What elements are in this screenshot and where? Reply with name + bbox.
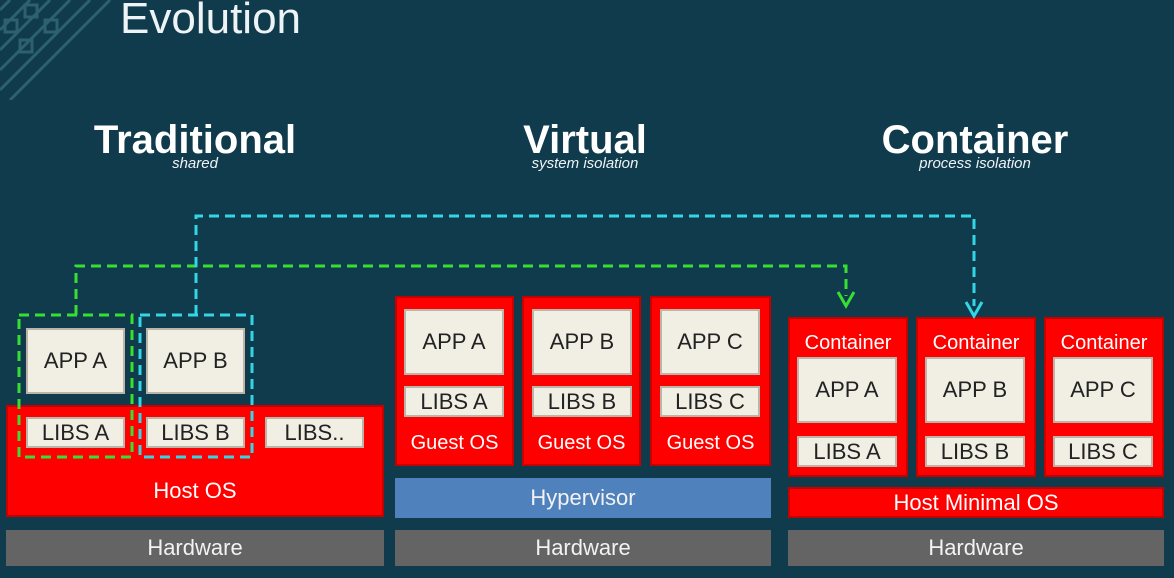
green-arrowhead-icon bbox=[836, 291, 856, 310]
container-c-label: Container bbox=[1060, 332, 1148, 354]
traditional-title: Traditional bbox=[93, 118, 297, 162]
host-minimal-os: Host Minimal OS bbox=[788, 487, 1164, 518]
container-a-libs: LIBS A bbox=[797, 436, 897, 467]
vm-c-libs: LIBS C bbox=[660, 386, 760, 417]
virtual-hardware: Hardware bbox=[395, 530, 771, 566]
container-c-app: APP C bbox=[1053, 357, 1153, 423]
container-b-app: APP B bbox=[925, 357, 1025, 423]
cyan-arrowhead-icon bbox=[964, 301, 984, 320]
container-title: Container bbox=[881, 118, 1069, 162]
traditional-libs-b: LIBS B bbox=[146, 417, 245, 448]
virtual-title: Virtual bbox=[523, 118, 647, 162]
slide-title: Evolution bbox=[120, 0, 302, 43]
cyan-group-outline bbox=[138, 313, 254, 459]
container-a-label: Container bbox=[804, 332, 892, 354]
traditional-host-os-label: Host OS bbox=[153, 478, 237, 503]
traditional-libs-more: LIBS.. bbox=[265, 417, 364, 448]
corner-pattern-icon bbox=[0, 0, 112, 100]
green-connector-line bbox=[74, 264, 848, 315]
traditional-app-a: APP A bbox=[26, 328, 125, 394]
vm-c-app: APP C bbox=[660, 309, 760, 375]
vm-b-app: APP B bbox=[532, 309, 632, 375]
traditional-hardware: Hardware bbox=[6, 530, 384, 566]
hypervisor: Hypervisor bbox=[395, 478, 771, 518]
vm-b-guest-os: Guest OS bbox=[537, 432, 626, 454]
vm-b-libs: LIBS B bbox=[532, 386, 632, 417]
traditional-app-b: APP B bbox=[146, 328, 245, 394]
container-b-label: Container bbox=[932, 332, 1020, 354]
container-a-app: APP A bbox=[797, 357, 897, 423]
green-group-outline bbox=[17, 313, 134, 459]
container-c-libs: LIBS C bbox=[1053, 436, 1153, 467]
vm-a-guest-os: Guest OS bbox=[410, 432, 499, 454]
container-subtitle: process isolation bbox=[919, 155, 1031, 172]
container-b-libs: LIBS B bbox=[925, 436, 1025, 467]
cyan-connector-line bbox=[194, 214, 976, 315]
traditional-subtitle: shared bbox=[172, 155, 218, 172]
virtual-subtitle: system isolation bbox=[531, 155, 639, 172]
container-hardware: Hardware bbox=[788, 530, 1164, 566]
vm-a-app: APP A bbox=[404, 309, 504, 375]
vm-c-guest-os: Guest OS bbox=[666, 432, 755, 454]
traditional-libs-a: LIBS A bbox=[26, 417, 125, 448]
vm-a-libs: LIBS A bbox=[404, 386, 504, 417]
